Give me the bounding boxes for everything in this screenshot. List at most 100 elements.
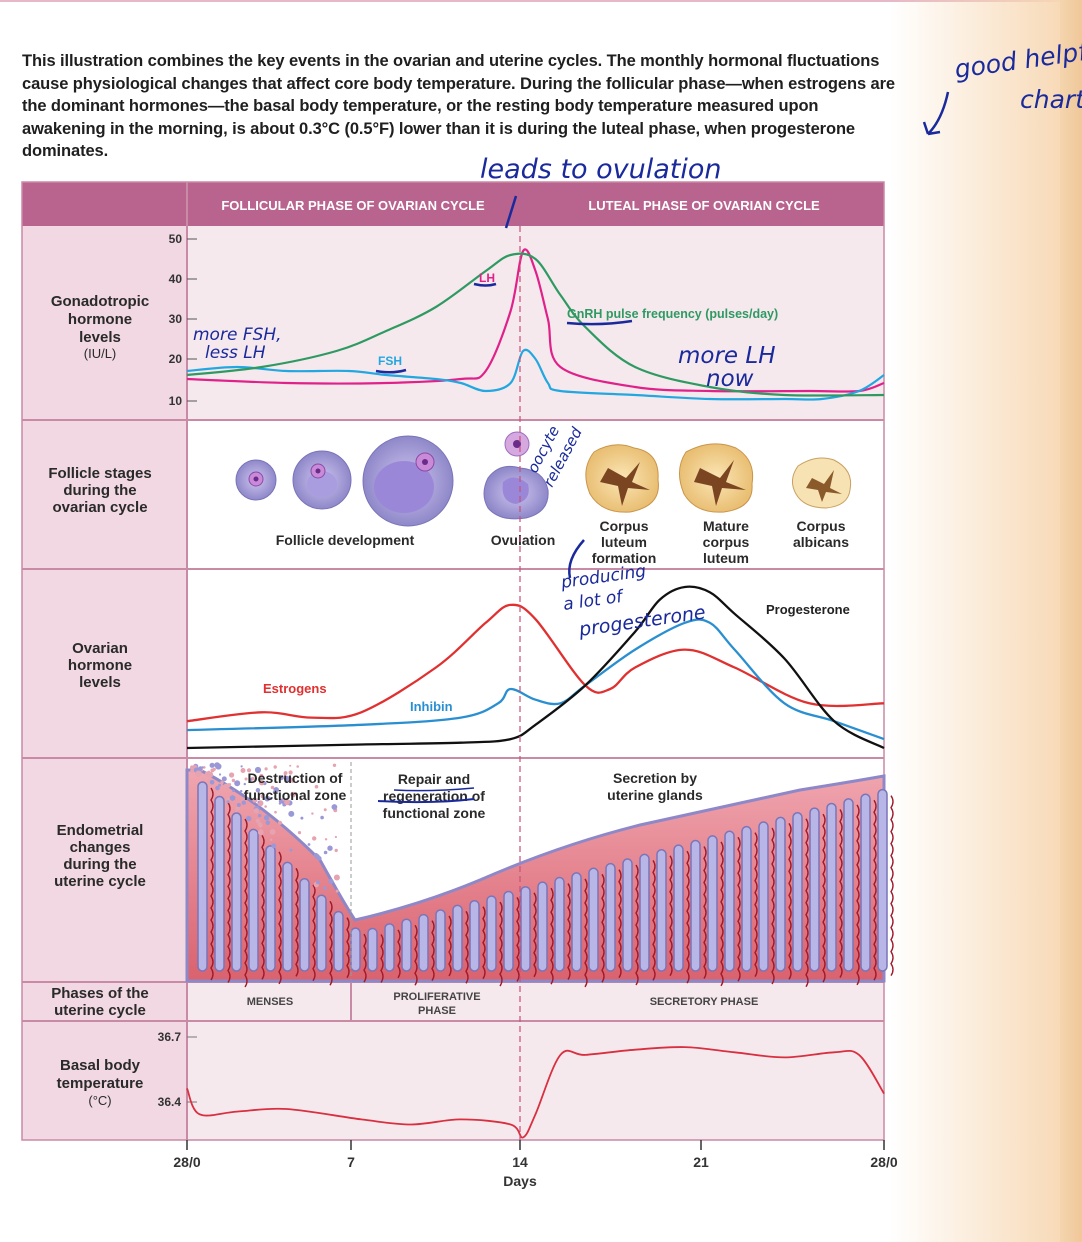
spiral-artery <box>448 915 452 977</box>
spiral-artery <box>363 933 367 983</box>
shed-cell <box>220 780 224 785</box>
shed-cell <box>244 777 248 781</box>
tertiary-follicle <box>362 435 454 527</box>
shed-cell <box>314 854 320 859</box>
uterine-gland <box>656 849 667 972</box>
spiral-artery <box>312 884 316 982</box>
shed-cell <box>312 836 317 841</box>
shed-cell <box>236 803 241 807</box>
spiral-artery <box>210 787 214 981</box>
shed-cell <box>215 785 220 791</box>
spiral-artery <box>601 873 605 983</box>
label-secretion-2: uterine glands <box>607 787 703 803</box>
shed-cell <box>203 766 206 769</box>
uterine-gland <box>520 886 531 972</box>
shed-cell <box>264 805 267 808</box>
shed-cell <box>278 802 282 805</box>
shed-cell <box>192 765 196 768</box>
uterine-gland <box>843 798 854 972</box>
shed-cell <box>232 789 235 792</box>
row-label-endometrial-4: uterine cycle <box>54 873 146 890</box>
shed-cell <box>332 763 337 767</box>
shed-cell <box>235 806 241 811</box>
shed-cell <box>297 831 302 835</box>
shed-cell <box>234 780 241 787</box>
shed-cell <box>265 820 271 825</box>
intro-text-1: This illustration combines the key event… <box>22 52 895 115</box>
uterine-gland <box>350 927 361 972</box>
shed-cell <box>296 765 300 768</box>
uterine-gland <box>452 904 463 972</box>
spiral-artery <box>346 917 350 979</box>
shed-cell <box>323 808 327 812</box>
page-edge <box>1060 0 1082 1242</box>
spiral-artery <box>431 920 435 981</box>
uterine-gland <box>418 913 429 972</box>
shed-cell <box>231 804 233 807</box>
uterine-gland <box>809 807 820 972</box>
spiral-artery <box>533 892 537 978</box>
uterine-gland <box>401 918 412 972</box>
shed-cell <box>228 783 232 786</box>
shed-cell <box>282 798 285 802</box>
shed-cell <box>288 770 293 775</box>
spiral-artery <box>703 846 707 979</box>
ovarian-panel <box>187 570 884 757</box>
shed-cell <box>327 845 333 851</box>
uterine-gland <box>469 899 480 972</box>
shed-cell <box>283 775 290 782</box>
shed-cell <box>255 788 261 793</box>
shed-cell <box>307 843 311 846</box>
shed-cell <box>209 780 215 785</box>
shed-cell <box>331 804 338 810</box>
phase-panel <box>187 983 884 1020</box>
shed-cell <box>246 815 252 822</box>
uterine-gland <box>282 861 293 972</box>
shed-cell <box>204 771 211 777</box>
shed-cell <box>190 768 196 773</box>
uterine-gland <box>639 853 650 972</box>
ovarian-series-group <box>186 585 885 750</box>
row-label-ovarian-1: Ovarian <box>72 640 128 657</box>
phase-menses: MENSES <box>247 996 293 1008</box>
spiral-artery <box>822 813 826 983</box>
shed-cell <box>328 878 334 885</box>
uterine-gland <box>690 839 701 972</box>
shed-cell <box>334 835 337 839</box>
spiral-artery <box>244 818 248 988</box>
series-line-gnrh-pulse-frequency-pulses-day <box>186 252 885 397</box>
page-edge-shadow <box>890 0 1060 1242</box>
primary-follicle <box>292 450 352 510</box>
spiral-artery <box>584 878 588 988</box>
uterine-glands <box>197 781 894 988</box>
spiral-artery <box>397 929 401 979</box>
shed-cell <box>323 850 328 855</box>
shed-cell <box>240 768 246 773</box>
uterine-gland <box>214 795 225 972</box>
shed-cell <box>334 848 338 853</box>
shed-cell <box>278 775 284 781</box>
shed-cell <box>243 782 246 786</box>
row-label-ovarian-2: hormone <box>68 657 132 674</box>
spiral-artery <box>618 869 622 979</box>
gonad-tick-50: 50 <box>169 232 183 246</box>
shed-cell <box>259 780 265 786</box>
note-good-helpful: good helpful <box>953 34 1082 84</box>
intro-paragraph: This illustration combines the key event… <box>22 50 902 163</box>
shed-cell <box>289 764 292 767</box>
row-label-follicle-2: during the <box>63 482 136 499</box>
shed-cell <box>264 795 271 802</box>
uterine-gland <box>707 835 718 972</box>
shed-cell <box>257 797 260 801</box>
shed-cell <box>250 781 253 784</box>
uterine-gland <box>299 878 310 972</box>
uterine-gland <box>503 890 514 972</box>
shed-cell <box>242 797 245 800</box>
uterine-gland <box>265 845 276 972</box>
spiral-artery <box>737 836 741 982</box>
shed-cell <box>229 795 236 801</box>
uterine-gland <box>316 894 327 972</box>
row-label-phases-2: uterine cycle <box>54 1002 146 1019</box>
spiral-artery <box>635 864 639 986</box>
